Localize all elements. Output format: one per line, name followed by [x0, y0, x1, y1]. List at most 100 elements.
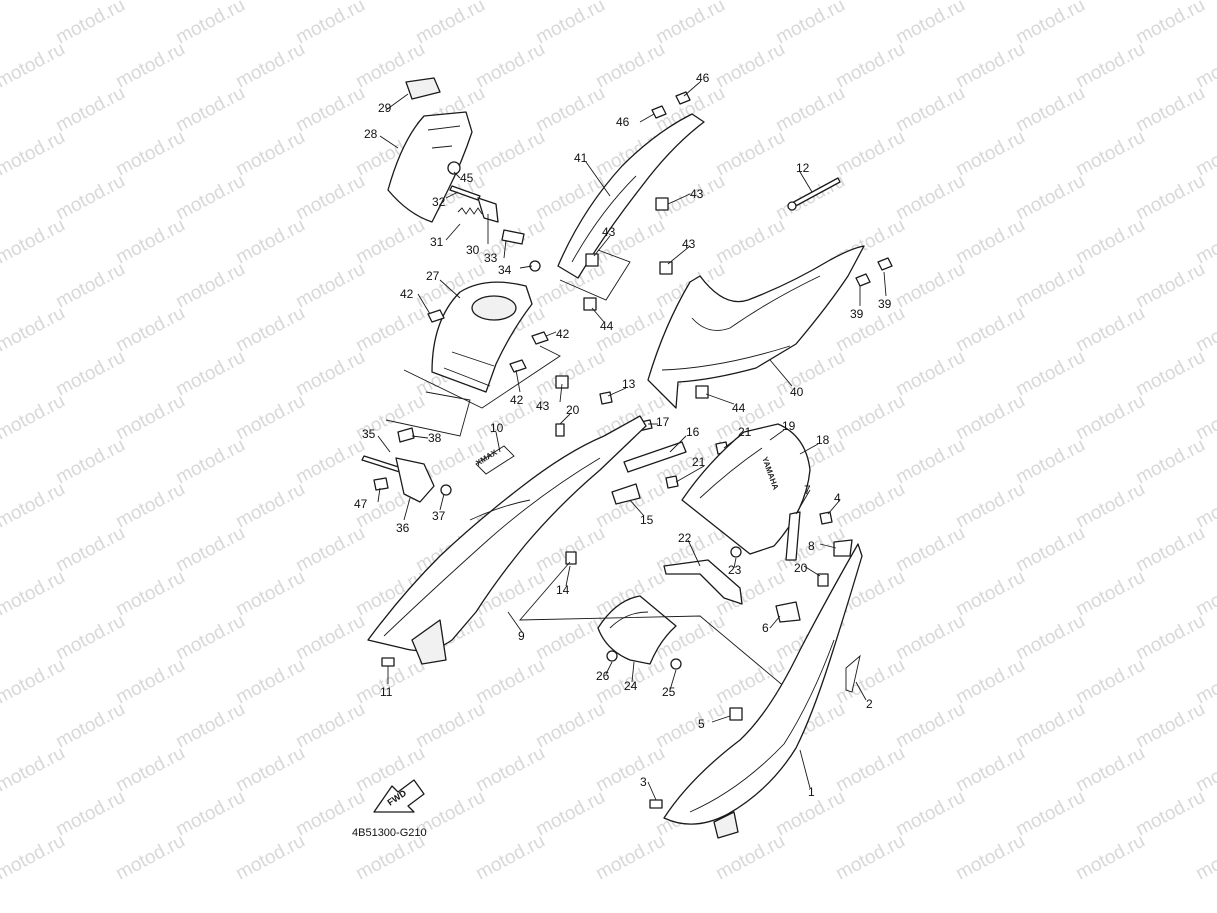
callout-32: 32 — [432, 195, 446, 209]
part-30-bracket — [477, 197, 499, 223]
part-40-rear-side-cover — [647, 245, 865, 409]
callout-19: 19 — [782, 419, 796, 433]
part-28-front-panel — [387, 111, 473, 223]
part-43-clip-c — [659, 261, 673, 275]
part-44-clip-b — [695, 385, 709, 399]
callout-23: 23 — [728, 563, 742, 577]
part-18-rear-cover — [681, 423, 811, 555]
callout-12: 12 — [796, 161, 810, 175]
assembly-outline-27 — [403, 345, 561, 409]
part-8-bracket — [833, 539, 853, 557]
callout-7: 7 — [804, 483, 811, 497]
callout-34: 34 — [498, 263, 512, 277]
callout-29: 29 — [378, 101, 392, 115]
callout-20a: 20 — [566, 403, 580, 417]
callout-43d: 43 — [536, 399, 550, 413]
part-10-emblem — [475, 445, 515, 475]
callout-8: 8 — [808, 539, 815, 553]
callout-9: 9 — [518, 629, 525, 643]
callout-4: 4 — [834, 491, 841, 505]
callout-41: 41 — [574, 151, 588, 165]
callout-38: 38 — [428, 431, 442, 445]
assembly-outline-24 — [518, 561, 787, 689]
callout-42b: 42 — [556, 327, 570, 341]
callout-6: 6 — [762, 621, 769, 635]
callout-18: 18 — [816, 433, 830, 447]
part-26-nut — [606, 650, 618, 662]
part-46-bolt-a — [675, 91, 691, 105]
part-20-clip-b — [817, 573, 829, 587]
callout-2: 2 — [866, 697, 873, 711]
callout-33: 33 — [484, 251, 498, 265]
part-46-bolt-b — [651, 105, 667, 119]
callout-10: 10 — [490, 421, 504, 435]
part-24-inner-guard — [597, 595, 677, 665]
part-47-bolt — [373, 477, 389, 491]
callout-44a: 44 — [600, 319, 614, 333]
callout-44b: 44 — [732, 401, 746, 415]
part-5-clip — [729, 707, 743, 721]
part-33-plate — [501, 229, 525, 245]
part-42-screw-c — [509, 359, 527, 373]
callout-16: 16 — [686, 425, 700, 439]
part-9-main-side-cover — [367, 415, 647, 652]
part-25-nut — [670, 658, 682, 670]
part-15-strip — [611, 483, 641, 505]
part-3-bush — [649, 799, 663, 809]
part-36-bracket — [395, 457, 435, 503]
callout-30: 30 — [466, 243, 480, 257]
part-2-emblem — [845, 654, 861, 693]
part-4-screw — [819, 511, 833, 525]
part-22-bracket — [663, 559, 743, 605]
callout-21b: 21 — [692, 455, 706, 469]
callout-42a: 42 — [400, 287, 414, 301]
callout-45: 45 — [460, 171, 474, 185]
callout-20b: 20 — [794, 561, 808, 575]
callout-5: 5 — [698, 717, 705, 731]
callout-47: 47 — [354, 497, 368, 511]
callout-46a: 46 — [696, 71, 710, 85]
callout-13: 13 — [622, 377, 636, 391]
parts-layer: XMAX YAMAHA — [361, 77, 893, 839]
callout-14: 14 — [556, 583, 570, 597]
leader-lines — [377, 81, 887, 801]
callout-40: 40 — [790, 385, 804, 399]
callout-27: 27 — [426, 269, 440, 283]
callout-28: 28 — [364, 127, 378, 141]
callout-3: 3 — [640, 775, 647, 789]
callout-43b: 43 — [602, 225, 616, 239]
part-38-nut — [397, 427, 415, 443]
part-42-screw-b — [531, 331, 549, 345]
callout-37: 37 — [432, 509, 446, 523]
callout-labels: 1 2 3 4 5 6 7 8 9 10 11 12 13 14 15 16 1… — [354, 71, 892, 799]
callout-17: 17 — [656, 415, 670, 429]
part-43-clip-b — [585, 253, 599, 267]
part-13-bolt — [599, 391, 613, 405]
callout-36: 36 — [396, 521, 410, 535]
part-37-nut — [440, 484, 452, 496]
fwd-arrow-icon: FWD — [373, 779, 425, 813]
callout-1: 1 — [808, 785, 815, 799]
callout-25: 25 — [662, 685, 676, 699]
part-31-spring — [457, 207, 483, 215]
part-20-clip-a — [555, 423, 565, 437]
assembly-outline-41 — [559, 249, 631, 301]
callout-24: 24 — [624, 679, 638, 693]
callout-43c: 43 — [682, 237, 696, 251]
callout-39b: 39 — [850, 307, 864, 321]
part-41-inner-strip — [557, 113, 705, 279]
part-14-clip — [565, 551, 577, 565]
callout-46b: 46 — [616, 115, 630, 129]
part-29-cap — [405, 77, 441, 100]
callout-11: 11 — [380, 685, 393, 699]
callout-15: 15 — [640, 513, 654, 527]
assembly-outline-36 — [385, 391, 471, 437]
part-43-clip-a — [655, 197, 669, 211]
part-21-screw-b — [665, 475, 679, 489]
callout-21a: 21 — [738, 425, 752, 439]
diagram-code: 4B51300-G210 — [352, 827, 427, 839]
callout-43a: 43 — [690, 187, 704, 201]
part-44-clip-a — [583, 297, 597, 311]
part-16-strip — [623, 441, 687, 473]
callout-42c: 42 — [510, 393, 524, 407]
